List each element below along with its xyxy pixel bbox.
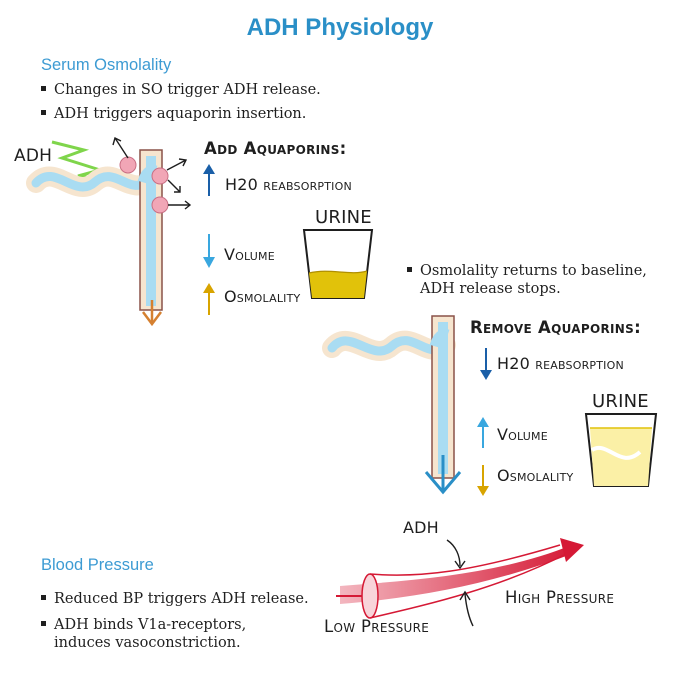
up-arrow-icon	[477, 417, 489, 448]
osmolality-label-2: Osmolality	[497, 466, 574, 485]
urine-label: URINE	[315, 207, 372, 228]
urine-cup-icon	[302, 229, 374, 299]
serum-bullet-1: Changes in SO trigger ADH release.	[41, 81, 321, 99]
down-arrow-icon	[203, 234, 215, 268]
blood-pressure-heading: Blood Pressure	[41, 556, 154, 574]
h2o-reabsorption-label-2: H20 reabsorption	[497, 354, 624, 373]
compression-arrows	[446, 539, 474, 627]
add-aquaporins-label: Add Aquaporins:	[204, 139, 347, 158]
serum-osmolality-heading: Serum Osmolality	[41, 56, 172, 74]
tubule-with-aquaporins	[26, 136, 192, 327]
serum-bullet-2: ADH triggers aquaporin insertion.	[41, 105, 306, 123]
low-pressure-label: Low Pressure	[324, 617, 430, 636]
baseline-bullet: Osmolality returns to baseline, ADH rele…	[407, 262, 647, 298]
aquaporin-icon	[151, 167, 169, 185]
volume-label-2: Volume	[497, 425, 548, 444]
urine-label-2: URINE	[592, 391, 649, 412]
adh-label: ADH	[14, 146, 53, 166]
page-title: ADH Physiology	[246, 14, 434, 41]
adh-lightning-icon	[51, 140, 113, 182]
down-arrow-icon	[477, 465, 489, 496]
tubule-without-aquaporins	[322, 315, 462, 495]
adh-label-bp: ADH	[403, 518, 439, 537]
up-arrow-icon	[203, 283, 215, 315]
high-pressure-label: High Pressure	[505, 588, 615, 607]
bp-bullet-2: ADH binds V1a-receptors, induces vasocon…	[41, 616, 246, 652]
aquaporin-icon	[151, 196, 169, 214]
bp-bullet-1: Reduced BP triggers ADH release.	[41, 590, 309, 608]
urine-cup-icon	[584, 413, 658, 487]
remove-aquaporins-label: Remove Aquaporins:	[470, 318, 641, 337]
h2o-reabsorption-label: H20 reabsorption	[225, 175, 352, 194]
down-arrow-icon	[480, 348, 492, 380]
vessel-icon	[336, 538, 584, 619]
up-arrow-icon	[203, 164, 215, 196]
volume-label: Volume	[224, 245, 275, 264]
aquaporin-icon	[119, 156, 137, 174]
osmolality-label: Osmolality	[224, 287, 301, 306]
